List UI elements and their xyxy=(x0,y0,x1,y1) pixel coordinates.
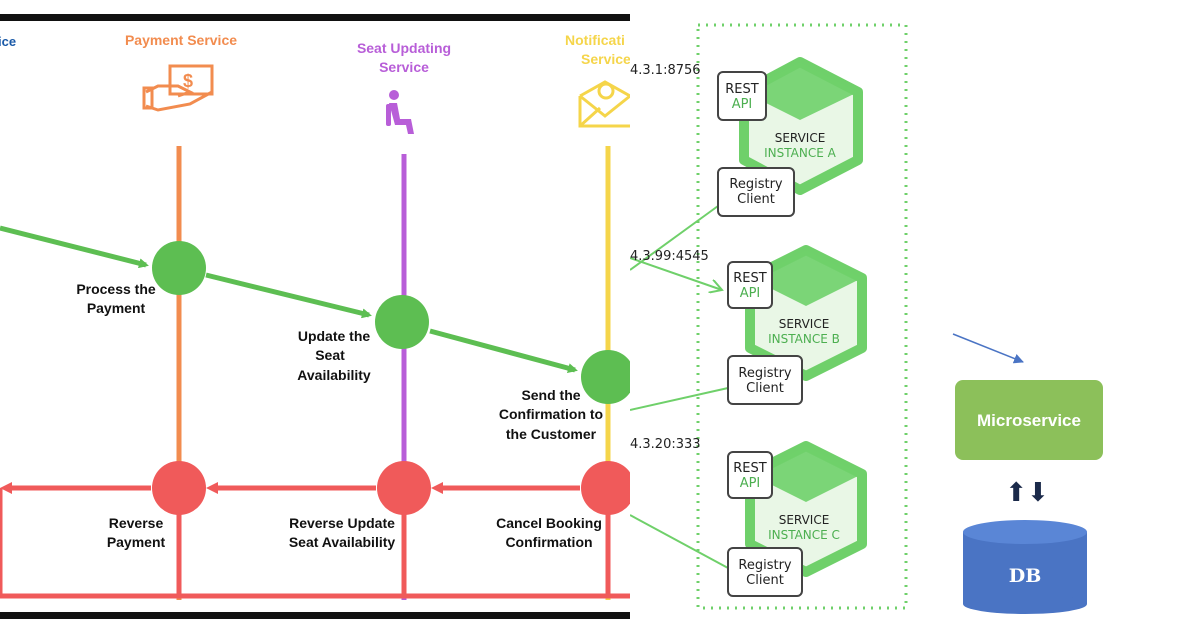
notification-service-header-line1: Notificati xyxy=(565,32,625,48)
send-confirmation-node xyxy=(581,350,630,404)
database-cylinder-icon xyxy=(963,520,1087,614)
instance-c-rest-label: REST xyxy=(733,461,766,476)
instance-a-registry-client-box xyxy=(717,167,795,217)
instance-c-name-label: INSTANCE C xyxy=(768,528,840,542)
microservice-label: Microservice xyxy=(977,411,1081,430)
update-seat-label-line1: Update the xyxy=(298,328,371,344)
instance-b-rest-api-box xyxy=(727,261,773,309)
instance-a-api-label: API xyxy=(732,97,753,112)
update-seat-label-line2: Seat xyxy=(315,347,345,363)
instance-a-service-label: SERVICE xyxy=(775,131,826,145)
send-confirmation-label-line2: Confirmation to xyxy=(499,406,603,422)
instance-b-registry-client-box xyxy=(727,355,803,405)
client-b-connection xyxy=(630,387,729,411)
flow-arrow-to-payment xyxy=(0,225,149,269)
frame-bottom-border xyxy=(0,612,630,619)
update-seat-label-line3: Availability xyxy=(297,367,371,383)
process-payment-node xyxy=(152,241,206,295)
send-confirmation-label-line1: Send the xyxy=(521,387,580,403)
microservice-db-diagram: Microservice ⬆⬇ DB xyxy=(952,333,1103,614)
email-envelope-icon xyxy=(578,80,630,128)
incoming-request-arrow xyxy=(952,333,1024,364)
reverse-payment-label-line2: Payment xyxy=(107,534,166,550)
instance-b-client-label-line2: Client xyxy=(746,381,784,396)
client-c-connection xyxy=(630,514,729,569)
instance-a-rest-label: REST xyxy=(725,82,758,97)
process-payment-label-line1: Process the xyxy=(76,281,156,297)
reverse-seat-label-line2: Seat Availability xyxy=(289,534,396,550)
instance-b-rest-label: REST xyxy=(733,271,766,286)
notification-service-header-line2: Service xyxy=(581,51,630,67)
service-instance-a: SERVICE INSTANCE A REST API Registry Cli… xyxy=(717,57,863,217)
cancel-booking-node xyxy=(581,461,630,515)
instance-b-address: 4.3.99:4545 xyxy=(630,249,709,264)
instance-b-api-label: API xyxy=(740,286,761,301)
instance-c-rest-api-box xyxy=(727,451,773,499)
instance-a-address: 4.3.1:8756 xyxy=(630,63,701,78)
instance-c-registry-client-box xyxy=(727,547,803,597)
process-payment-label-line2: Payment xyxy=(87,300,146,316)
payment-hand-icon: $ xyxy=(142,64,214,112)
cancel-booking-label-line2: Confirmation xyxy=(505,534,592,550)
instance-c-address: 4.3.20:333 xyxy=(630,437,701,452)
send-confirmation-label-line3: the Customer xyxy=(506,426,597,442)
seat-service-header-line1: Seat Updating xyxy=(357,40,451,56)
cancel-booking-label-line1: Cancel Booking xyxy=(496,515,602,531)
instance-a-client-label-line1: Registry xyxy=(729,177,783,192)
saga-diagram-panel: ice Payment Service Seat Updating Servic… xyxy=(0,14,630,619)
instance-c-client-label-line1: Registry xyxy=(738,558,792,573)
service-instance-c: SERVICE INSTANCE C REST API Registry Cli… xyxy=(727,441,867,597)
registry-boundary xyxy=(696,23,908,610)
reverse-payment-node xyxy=(152,461,206,515)
instance-a-rest-api-box xyxy=(717,71,767,121)
client-a-connection xyxy=(630,205,719,271)
service-registry-panel: 4.3.1:8756 4.3.99:4545 4.3.20:333 SERVIC… xyxy=(630,0,945,630)
instance-b-client-label-line1: Registry xyxy=(738,366,792,381)
instance-a-name-label: INSTANCE A xyxy=(764,146,836,160)
saga-diagram: ice Payment Service Seat Updating Servic… xyxy=(0,14,630,619)
microservice-box xyxy=(955,380,1103,460)
instance-a-client-label-line2: Client xyxy=(737,192,775,207)
service-registry-diagram: 4.3.1:8756 4.3.99:4545 4.3.20:333 SERVIC… xyxy=(630,23,908,610)
instance-c-service-label: SERVICE xyxy=(779,513,830,527)
reverse-seat-label-line1: Reverse Update xyxy=(289,515,395,531)
payment-service-header: Payment Service xyxy=(125,32,237,48)
dollar-glyph: $ xyxy=(183,71,193,91)
flow-arrow-to-seat xyxy=(205,272,372,319)
seat-service-header-line2: Service xyxy=(379,59,429,75)
instance-b-name-label: INSTANCE B xyxy=(768,332,840,346)
frame-top-border xyxy=(0,14,630,21)
microservice-db-panel: Microservice ⬆⬇ DB xyxy=(945,0,1200,630)
instance-c-api-label: API xyxy=(740,476,761,491)
reverse-seat-node xyxy=(377,461,431,515)
service-instance-b: SERVICE INSTANCE B REST API Registry Cli… xyxy=(727,245,867,405)
bidirectional-arrow-icon: ⬆⬇ xyxy=(1005,478,1049,508)
request-arrow-to-instance-b xyxy=(630,257,722,290)
left-service-header: ice xyxy=(0,34,16,49)
flow-arrow-to-notification xyxy=(429,328,578,374)
db-label: DB xyxy=(1009,565,1042,587)
instance-b-service-label: SERVICE xyxy=(779,317,830,331)
update-seat-node xyxy=(375,295,429,349)
instance-c-client-label-line2: Client xyxy=(746,573,784,588)
seat-person-icon xyxy=(386,90,414,134)
reverse-payment-label-line1: Reverse xyxy=(109,515,164,531)
